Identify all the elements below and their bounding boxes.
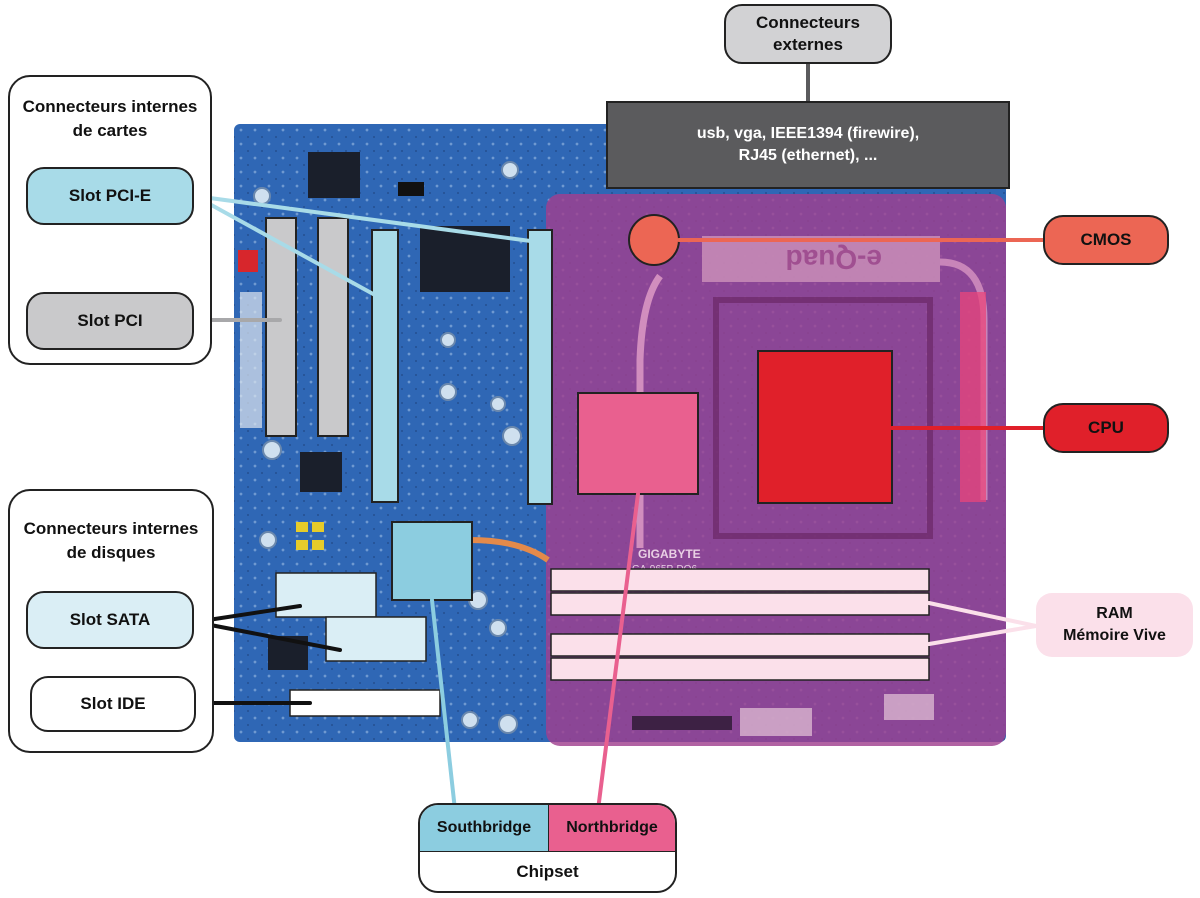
heat-pipe bbox=[636, 273, 663, 548]
sata-slot-label: Slot SATA bbox=[26, 591, 194, 649]
card-group-title-line1: Connecteurs internes bbox=[22, 97, 198, 116]
ram-slot-1 bbox=[550, 568, 930, 592]
pcie-slot-1 bbox=[371, 229, 399, 503]
e-quad-plate bbox=[702, 236, 940, 282]
external-title-line2: externes bbox=[773, 35, 843, 54]
chipset-box: Southbridge Northbridge Chipset bbox=[418, 803, 677, 893]
red-connector bbox=[238, 250, 258, 272]
pcie-slot-2 bbox=[527, 229, 553, 505]
cpu-socket-frame bbox=[713, 297, 933, 539]
ide-slot-label: Slot IDE bbox=[30, 676, 196, 732]
card-group-title: Connecteurs internes de cartes bbox=[10, 95, 210, 143]
cpu-socket bbox=[757, 350, 893, 504]
board-logo: e-Quad bbox=[786, 244, 882, 275]
ram-label-line2: Mémoire Vive bbox=[1063, 627, 1166, 644]
white-connector bbox=[240, 292, 262, 428]
pcie-slot-label: Slot PCI-E bbox=[26, 167, 194, 225]
pci-slot-label: Slot PCI bbox=[26, 292, 194, 350]
northbridge-chip bbox=[577, 392, 699, 495]
atx-power-stripe bbox=[960, 292, 986, 502]
audio-jumpers bbox=[296, 522, 324, 550]
external-connectors-box: usb, vga, IEEE1394 (firewire), RJ45 (eth… bbox=[606, 101, 1010, 189]
chip bbox=[308, 152, 360, 198]
ram-slot-3 bbox=[550, 633, 930, 657]
sata-port-2 bbox=[325, 616, 427, 662]
ram-label: RAM Mémoire Vive bbox=[1036, 593, 1193, 657]
southbridge-label: Southbridge bbox=[420, 805, 549, 851]
external-desc-line1: usb, vga, IEEE1394 (firewire), bbox=[696, 125, 920, 142]
chipset-label: Chipset bbox=[420, 851, 675, 891]
sata-port-1 bbox=[275, 572, 377, 618]
cmos-battery bbox=[628, 214, 680, 266]
capacitors bbox=[253, 161, 522, 734]
southbridge-chip bbox=[391, 521, 473, 601]
external-desc-line2: RJ45 (ethernet), ... bbox=[738, 147, 878, 164]
card-group-title-line2: de cartes bbox=[72, 121, 148, 140]
ram-label-line1: RAM bbox=[1096, 605, 1133, 622]
header-pins bbox=[398, 182, 424, 196]
ram-slot-4 bbox=[550, 657, 930, 681]
disk-group-title-line1: Connecteurs internes bbox=[23, 519, 199, 538]
board-brand: GIGABYTE bbox=[638, 547, 701, 561]
external-title-line1: Connecteurs bbox=[756, 13, 860, 32]
ram-slot-2 bbox=[550, 592, 930, 616]
ide-port bbox=[632, 716, 732, 730]
callout-lines bbox=[193, 60, 1046, 812]
northbridge-label: Northbridge bbox=[549, 805, 675, 851]
disk-group-title-line2: de disques bbox=[66, 543, 156, 562]
ide-slot bbox=[289, 689, 441, 717]
chip bbox=[300, 452, 342, 492]
pci-slot-2 bbox=[317, 217, 349, 437]
disk-group-title: Connecteurs internes de disques bbox=[10, 517, 212, 565]
cmos-label: CMOS bbox=[1043, 215, 1169, 265]
molex bbox=[884, 694, 934, 720]
external-connectors-title: Connecteurs externes bbox=[724, 4, 892, 64]
pci-slot-1 bbox=[265, 217, 297, 437]
power-connector bbox=[740, 708, 812, 736]
cpu-label: CPU bbox=[1043, 403, 1169, 453]
